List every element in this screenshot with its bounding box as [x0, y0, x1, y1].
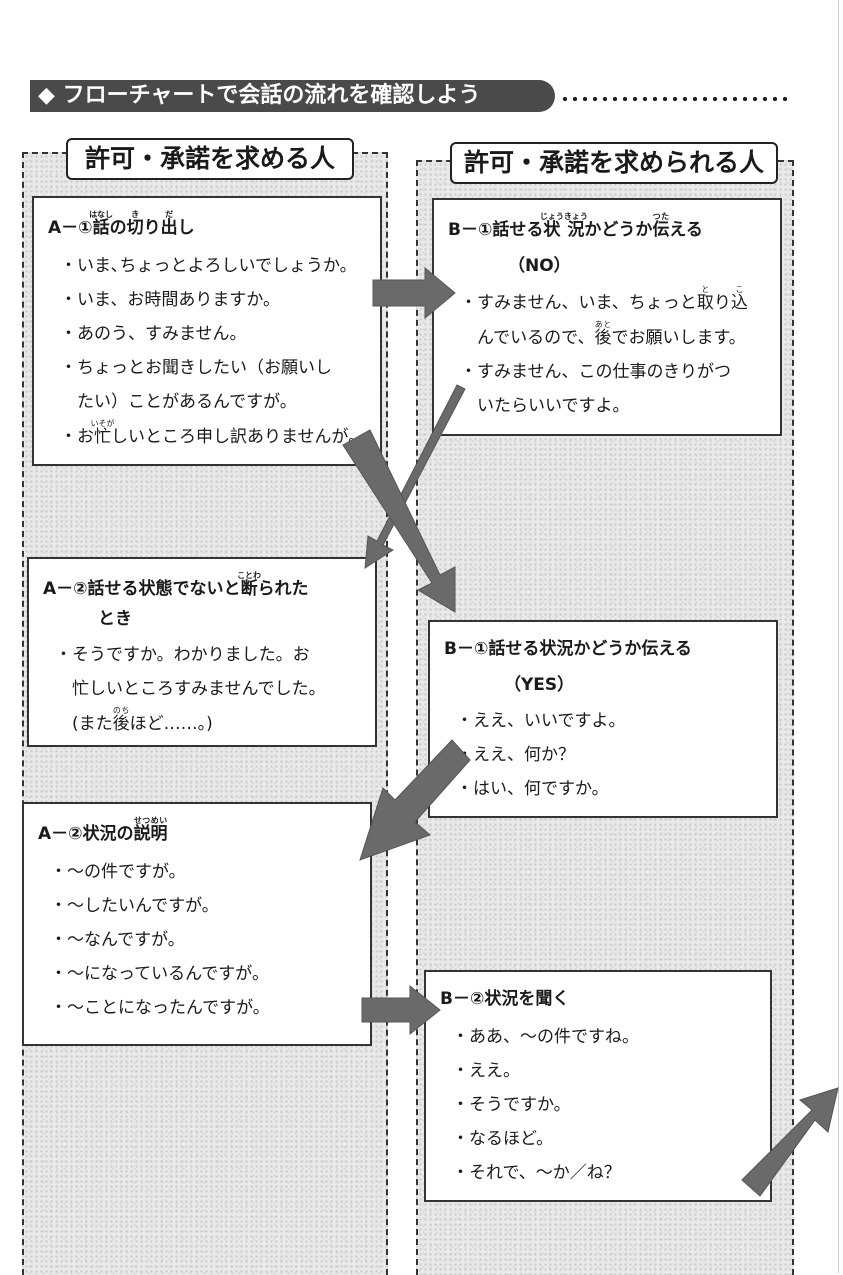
furigana: じょうきょう — [539, 212, 588, 221]
dotted-leader — [560, 88, 792, 108]
furigana: ことわ — [237, 571, 262, 580]
box-b1-yes: B－①話せる状況かどうか伝える （YES） ・ええ、いいですよ。 ・ええ、何か？… — [428, 620, 778, 818]
list-item: ・～したいんですが。 — [50, 896, 219, 916]
furigana: つた — [652, 212, 670, 221]
furigana: き — [126, 210, 144, 219]
list-item: ・お忙いそがしいところ申し訳ありませんが。 — [60, 419, 366, 454]
list-item: 忙しいところすみませんでした。 — [55, 672, 361, 706]
furigana-word: 出だ — [160, 210, 178, 238]
text-segment: (また — [55, 714, 113, 734]
furigana-word: 取と — [696, 285, 714, 313]
text-segment: ・お — [60, 427, 94, 447]
text-segment: ・すみません、いま、ちょっと — [460, 293, 697, 313]
furigana-word: 込こ — [730, 285, 748, 313]
furigana: だ — [160, 210, 178, 219]
text-segment: でお願いします。 — [611, 328, 746, 348]
list-item: ・いま、お時間ありますか。 — [60, 290, 280, 310]
furigana: こ — [730, 285, 748, 294]
list-item: ・そうですか。 — [452, 1095, 571, 1115]
list-item: ・ちょっとお聞きしたい（お願いし — [60, 358, 332, 378]
list-item: (また後のちほど……。) — [55, 706, 361, 741]
left-column-header: 許可・承諾を求める人 — [66, 138, 354, 180]
list-item: ・～の件ですが。 — [50, 862, 186, 882]
list-item: ・ええ、何か？ — [456, 745, 575, 765]
furigana-word: 説明せつめい — [133, 816, 168, 844]
list-item: ・～になっているんですが。 — [50, 964, 269, 984]
text-segment: られた — [257, 579, 309, 599]
box-a2-refused: A－②話せる状態でないと断ことわられた とき ・そうですか。わかりました。お 忙… — [27, 557, 377, 747]
box-heading: B－①話せる状況かどうか伝える — [444, 634, 762, 664]
box-heading: A－①話はなしの切きり出だし — [48, 210, 366, 243]
list-item: んでいるので、後あとでお願いします。 — [460, 320, 766, 355]
text-segment: んでいるので、 — [460, 328, 595, 348]
furigana-word: 断ことわ — [237, 571, 262, 599]
list-item: ・ええ、いいですよ。 — [456, 711, 626, 731]
box-heading: B－①話せる状況じょうきょうかどうか伝つたえる — [448, 212, 766, 245]
furigana: せつめい — [133, 816, 168, 825]
box-heading: B－②状況を聞く — [440, 984, 756, 1014]
text-segment: B－①話せる — [448, 220, 544, 240]
list-item: いたらいいですよ。 — [460, 389, 766, 423]
list-item: ・すみません、いま、ちょっと取とり込こ — [460, 285, 766, 320]
text-segment: し — [177, 218, 195, 238]
right-column-header: 許可・承諾を求められる人 — [450, 142, 778, 184]
furigana: はなし — [89, 210, 114, 219]
furigana: と — [696, 285, 714, 294]
text-segment: A－②状況の — [38, 824, 134, 844]
text-segment: える — [669, 220, 703, 240]
text-segment: いたらいいですよ。 — [460, 396, 630, 416]
list-item: ・それで、～か／ね？ — [452, 1163, 621, 1183]
text-segment: A－②話せる状態でないと — [43, 579, 241, 599]
list-item: ・あのう、すみません。 — [60, 324, 247, 344]
text-segment: ほど……。) — [129, 714, 213, 734]
furigana-word: 状況じょうきょう — [539, 212, 588, 240]
section-title: ◆ フローチャートで会話の流れを確認しよう — [30, 80, 555, 112]
list-item: ・すみません、この仕事のきりがつ — [460, 355, 766, 389]
text-segment: B－②状況を聞く — [440, 989, 570, 1009]
list-item: ・ああ、～の件ですね。 — [452, 1027, 639, 1047]
text-segment: ・すみません、この仕事のきりがつ — [460, 362, 731, 382]
box-subheading: とき — [98, 609, 132, 629]
furigana-word: 伝つた — [652, 212, 670, 240]
list-item: ・いま､ちょっとよろしいでしょうか。 — [60, 256, 357, 276]
text-segment: ・そうですか。わかりました。お — [55, 645, 310, 665]
text-segment: り — [143, 218, 161, 238]
furigana: あと — [594, 320, 612, 329]
text-segment: B－①話せる状況かどうか伝える — [444, 639, 692, 659]
furigana: のち — [112, 706, 130, 715]
furigana-word: 忙いそが — [90, 419, 115, 447]
box-a2-explain: A－②状況の説明せつめい ・～の件ですが。 ・～したいんですが。 ・～なんですが… — [22, 802, 372, 1046]
list-item: ・～なんですが。 — [50, 930, 185, 950]
text-segment: しいところ申し訳ありませんが。 — [111, 427, 366, 447]
box-b1-no: B－①話せる状況じょうきょうかどうか伝つたえる （NO） ・すみません、いま、ち… — [432, 198, 782, 436]
furigana-word: 話はなし — [89, 210, 114, 238]
text-segment: り — [713, 293, 731, 313]
furigana-word: 切き — [126, 210, 144, 238]
box-subheading: （YES） — [504, 675, 575, 695]
text-segment: A－① — [48, 218, 93, 238]
text-segment: 忙しいところすみませんでした。 — [55, 679, 326, 699]
list-item: ・そうですか。わかりました。お — [55, 638, 361, 672]
list-item: ・はい、何ですか。 — [456, 779, 609, 799]
list-item: たい）ことがあるんですが。 — [60, 392, 297, 412]
list-item: ・ええ。 — [452, 1061, 520, 1081]
list-item: ・～ことになったんですが。 — [50, 998, 270, 1018]
furigana-word: 後あと — [594, 320, 612, 348]
text-segment: の — [109, 218, 127, 238]
box-heading: A－②話せる状態でないと断ことわられた — [43, 571, 361, 604]
text-segment: かどうか — [584, 220, 653, 240]
box-subheading: （NO） — [508, 256, 571, 276]
furigana-word: 後のち — [112, 706, 130, 734]
box-heading: A－②状況の説明せつめい — [38, 816, 356, 849]
furigana: いそが — [90, 419, 115, 428]
box-a1-opening: A－①話はなしの切きり出だし ・いま､ちょっとよろしいでしょうか。 ・いま、お時… — [32, 196, 382, 466]
list-item: ・なるほど。 — [452, 1129, 554, 1149]
box-b2-listen: B－②状況を聞く ・ああ、～の件ですね。 ・ええ。 ・そうですか。 ・なるほど。… — [424, 970, 772, 1202]
